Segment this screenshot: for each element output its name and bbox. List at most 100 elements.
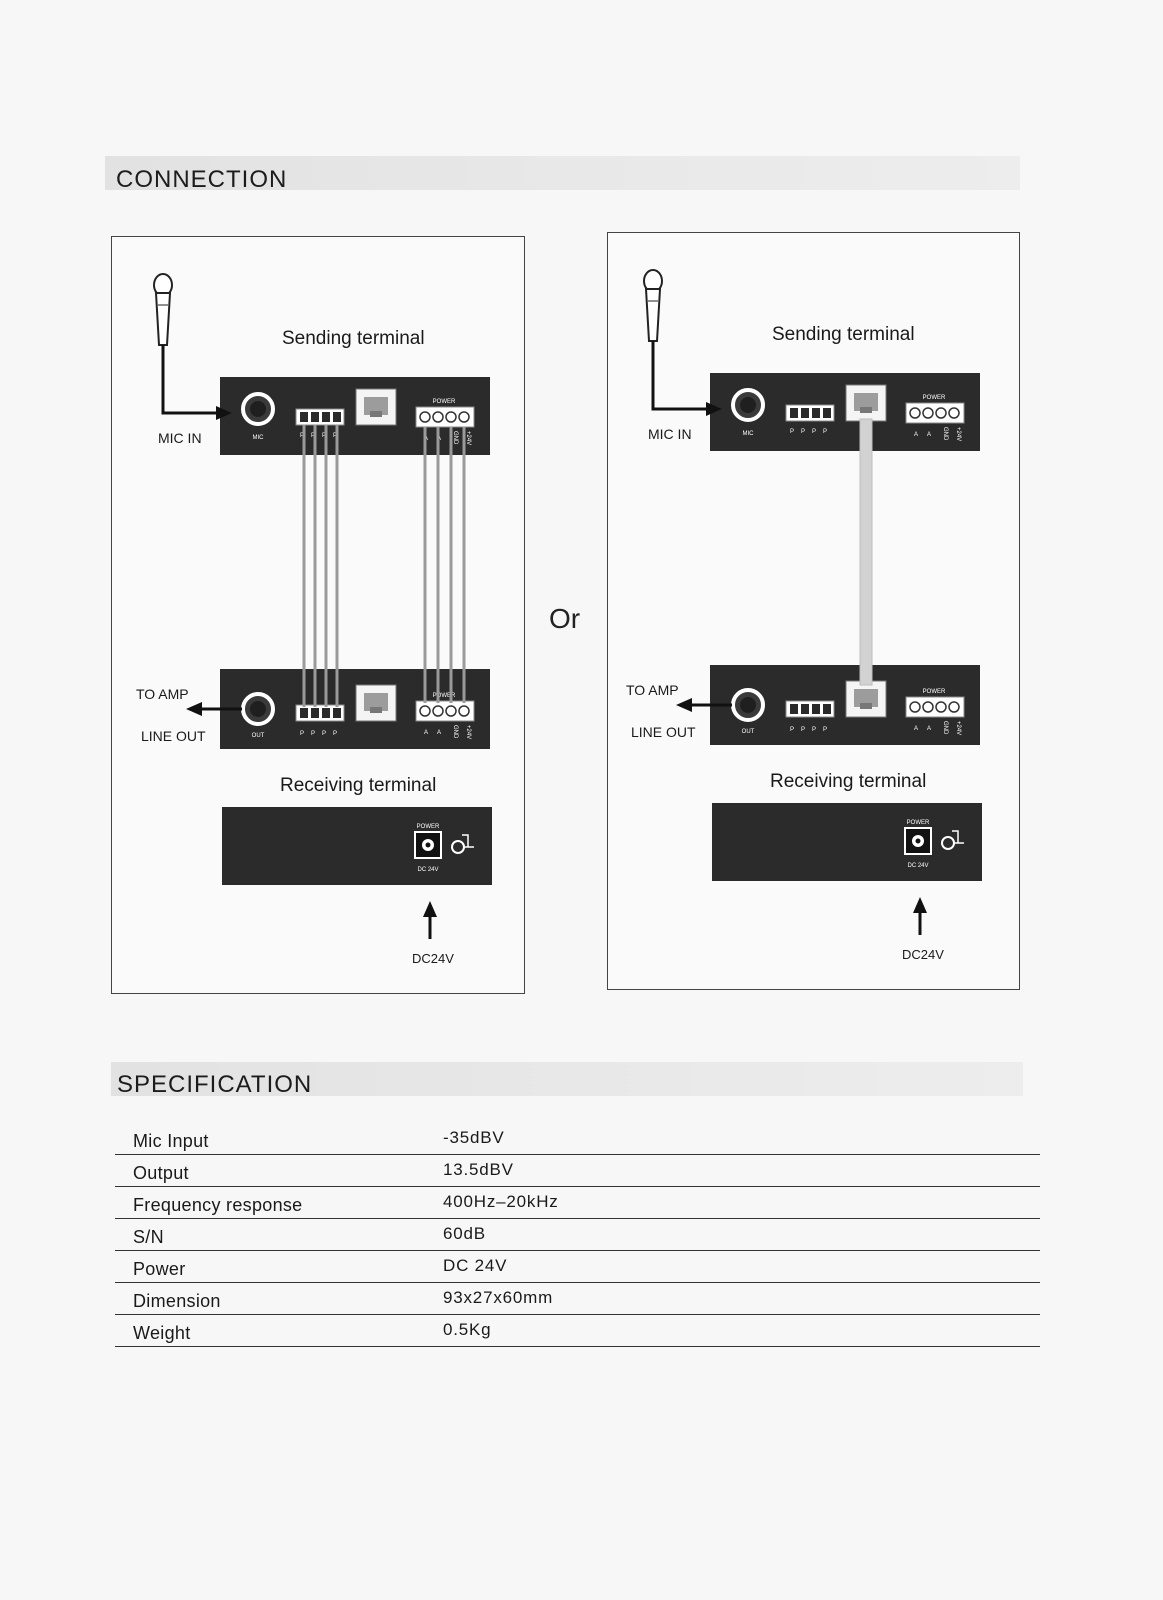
- sending-terminal-label: Sending terminal: [282, 328, 425, 349]
- spec-label: Power: [133, 1259, 186, 1279]
- spec-row-dimension: Dimension 93x27x60mm: [115, 1282, 1040, 1315]
- mic-jack-label: MIC: [743, 431, 755, 437]
- diagram-group: Sending terminalMICPPPPPOWERAAGND+24VMIC…: [136, 273, 492, 966]
- mic-jack-hole: [740, 397, 756, 413]
- sending-power-block: [415, 406, 475, 428]
- power-block-label: POWER: [433, 693, 456, 699]
- receiving-rj45-port-latch: [370, 707, 382, 713]
- connection-diagram-wired: Sending terminalMICPPPPPOWERAAGND+24VMIC…: [111, 236, 525, 994]
- mic-in-label: MIC IN: [648, 426, 692, 442]
- terminal-24v-label: +24V: [465, 431, 471, 445]
- sending-power-block: [905, 402, 965, 424]
- spec-label: Weight: [133, 1323, 191, 1343]
- power-device: [712, 803, 982, 881]
- dc-power-label: POWER: [907, 820, 930, 826]
- terminal-gnd-label: GND: [452, 725, 458, 739]
- out-jack-hole: [250, 701, 266, 717]
- terminal-p-label: P: [322, 433, 326, 439]
- receiving-power-block-screw: [458, 705, 470, 717]
- specification-section-bar: [111, 1062, 1023, 1096]
- sending-p-terminal-pin: [311, 412, 319, 422]
- sending-p-terminal-pin: [333, 412, 341, 422]
- spec-label: Mic Input: [133, 1131, 209, 1151]
- sending-p-terminal-pin: [300, 412, 308, 422]
- receiving-power-block-screw: [909, 701, 921, 713]
- terminal-p-label: P: [801, 727, 805, 733]
- terminal-p-label: P: [812, 727, 816, 733]
- mic-cable: [161, 345, 222, 415]
- sending-p-terminal-pin: [823, 408, 831, 418]
- terminal-gnd-label: GND: [452, 431, 458, 445]
- terminal-p-label: P: [322, 731, 326, 737]
- microphone-body: [154, 292, 172, 346]
- terminal-24v-label: +24V: [955, 427, 961, 441]
- spec-value: 0.5Kg: [443, 1320, 492, 1339]
- terminal-p-label: P: [823, 429, 827, 435]
- mic-in-arrow: [216, 406, 232, 420]
- spec-row-mic-input: Mic Input -35dBV: [115, 1122, 1040, 1155]
- receiving-terminal-label: Receiving terminal: [770, 771, 926, 792]
- power-device: [222, 807, 492, 885]
- polarity-icon-lines: [462, 834, 474, 848]
- terminal-a-label: A: [914, 726, 918, 732]
- spec-label: Frequency response: [133, 1195, 303, 1215]
- receiving-rj45-port-port: [854, 689, 878, 707]
- power-block-label: POWER: [433, 399, 456, 405]
- spec-label: Dimension: [133, 1291, 221, 1311]
- sending-terminal-label: Sending terminal: [772, 324, 915, 345]
- receiving-rj45-port-port: [364, 693, 388, 711]
- sending-p-terminal-pin: [812, 408, 820, 418]
- terminal-p-label: P: [790, 727, 794, 733]
- specification-section-title: SPECIFICATION: [117, 1071, 313, 1098]
- sending-power-block-screw: [419, 411, 431, 423]
- terminal-p-label: P: [333, 433, 337, 439]
- terminal-a-label: A: [437, 730, 441, 736]
- receiving-p-terminal-pin: [333, 708, 341, 718]
- receiving-p-terminal-pin: [322, 708, 330, 718]
- power-block-label: POWER: [923, 395, 946, 401]
- spec-label: S/N: [133, 1227, 164, 1247]
- terminal-a-label: A: [424, 730, 428, 736]
- sending-rj45-port-port: [854, 393, 878, 411]
- polarity-icon-lines: [952, 830, 964, 844]
- receiving-p-terminal-pin: [311, 708, 319, 718]
- sending-power-block-screw: [922, 407, 934, 419]
- out-jack-label: OUT: [742, 729, 755, 735]
- terminal-p-label: P: [790, 429, 794, 435]
- terminal-gnd-label: GND: [942, 721, 948, 735]
- to-amp-label: TO AMP: [626, 682, 679, 698]
- receiving-power-block-screw: [445, 705, 457, 717]
- network-cable: [859, 418, 873, 686]
- dc-power-label: POWER: [417, 824, 440, 830]
- receiving-power-block: [905, 696, 965, 718]
- sending-p-terminal-pin: [322, 412, 330, 422]
- receiving-p-terminal-pin: [790, 704, 798, 714]
- spec-value: 400Hz–20kHz: [443, 1192, 559, 1211]
- receiving-p-terminal-pin: [823, 704, 831, 714]
- line-out-label: LINE OUT: [141, 728, 206, 744]
- receiving-power-block: [415, 700, 475, 722]
- to-amp-label: TO AMP: [136, 686, 189, 702]
- connection-section-title: CONNECTION: [116, 166, 288, 193]
- spec-value: 13.5dBV: [443, 1160, 514, 1179]
- mic-in-label: MIC IN: [158, 430, 202, 446]
- receiving-rj45-port: [355, 684, 397, 722]
- connection-section-bar: [105, 156, 1020, 190]
- terminal-p-label: P: [311, 433, 315, 439]
- receiving-rj45-port-latch: [860, 703, 872, 709]
- receiving-terminal-label: Receiving terminal: [280, 775, 436, 796]
- terminal-p-label: P: [300, 731, 304, 737]
- receiving-power-block-screw: [432, 705, 444, 717]
- mic-jack-hole: [250, 401, 266, 417]
- receiving-p-terminal-pin: [812, 704, 820, 714]
- sending-rj45-port-port: [364, 397, 388, 415]
- receiving-power-block-screw: [935, 701, 947, 713]
- terminal-a-label: A: [927, 726, 931, 732]
- to-amp-arrow: [676, 698, 692, 712]
- terminal-a-label: A: [914, 432, 918, 438]
- sending-power-block-screw: [909, 407, 921, 419]
- receiving-power-block-screw: [419, 705, 431, 717]
- wired-diagram-svg: Sending terminalMICPPPPPOWERAAGND+24VMIC…: [136, 273, 492, 966]
